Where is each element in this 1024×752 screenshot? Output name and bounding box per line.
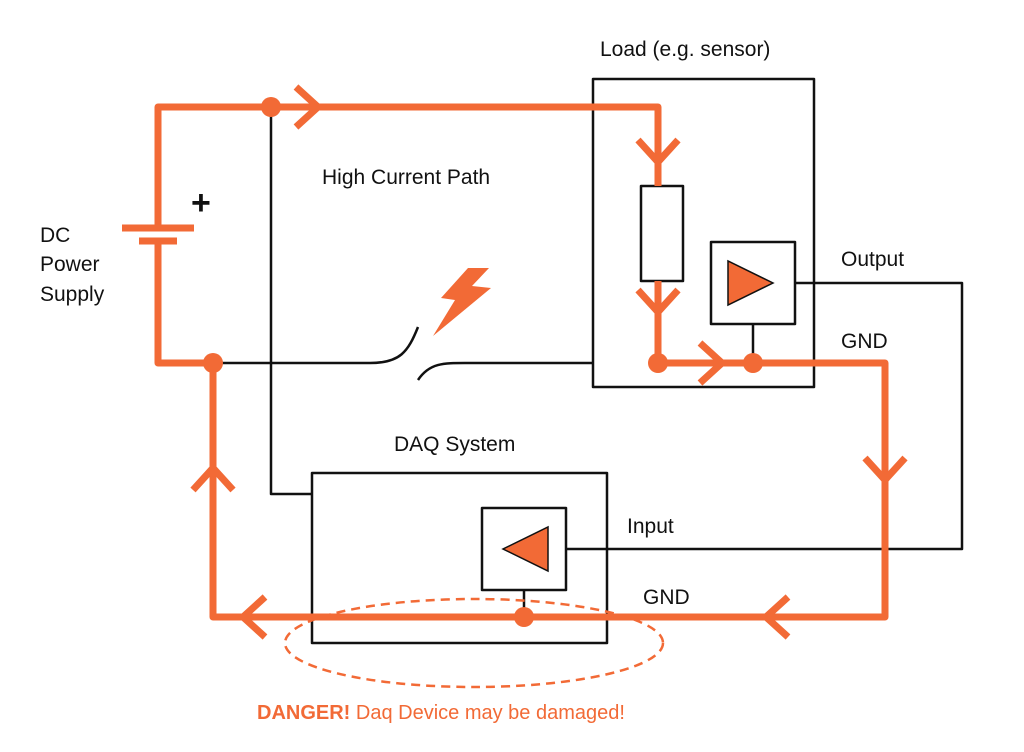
arrow-left-icon: [237, 594, 268, 640]
high-current-path-label: High Current Path: [322, 166, 490, 189]
output-label: Output: [841, 248, 904, 271]
arrow-up-icon: [190, 462, 236, 493]
gnd-daq-label: GND: [643, 586, 690, 609]
arrow-right-icon: [293, 84, 324, 130]
amplifier-right-icon: [727, 259, 775, 307]
battery-icon: [122, 224, 194, 245]
load-label: Load (e.g. sensor): [600, 38, 770, 61]
daq-system-box: [310, 471, 609, 645]
arrow-down-icon: [862, 455, 908, 486]
danger-warning: DANGER! Daq Device may be damaged!: [257, 702, 625, 724]
supply-negative-wire: [154, 241, 213, 367]
plus-sign: +: [191, 184, 211, 222]
junction-node: [203, 353, 223, 373]
junction-node: [514, 607, 534, 627]
lightning-bolt-icon: [433, 268, 491, 336]
power-supply-label-line3: Supply: [40, 283, 105, 306]
resistor-icon: [639, 184, 685, 283]
arrow-down-icon: [635, 287, 681, 318]
junction-node: [648, 353, 668, 373]
ground-loop-wire: [209, 359, 889, 621]
power-supply-label-line1: DC: [40, 224, 70, 247]
input-label: Input: [627, 515, 674, 538]
top-current-wire: [154, 103, 662, 228]
power-supply-label-line2: Power: [40, 253, 100, 276]
gnd-load-label: GND: [841, 330, 888, 353]
sense-wire: [269, 107, 312, 496]
broken-ground-wire-end: [416, 361, 593, 381]
broken-ground-wire: [213, 326, 420, 365]
amplifier-left-icon: [501, 525, 549, 573]
junction-node: [261, 97, 281, 117]
current-path: [154, 103, 889, 621]
signal-wire: [566, 281, 964, 551]
daq-system-label: DAQ System: [394, 433, 515, 456]
arrow-down-icon: [635, 137, 681, 168]
current-arrows: [190, 84, 908, 640]
black-wiring: [213, 77, 964, 645]
danger-text: Daq Device may be damaged!: [350, 702, 625, 724]
junction-nodes: [203, 97, 763, 627]
load-box: [591, 77, 816, 389]
arrow-left-icon: [760, 594, 791, 640]
danger-strong: DANGER!: [257, 702, 350, 724]
arrow-right-icon: [697, 340, 728, 386]
junction-node: [743, 353, 763, 373]
danger-zone-ellipse: [283, 597, 665, 689]
